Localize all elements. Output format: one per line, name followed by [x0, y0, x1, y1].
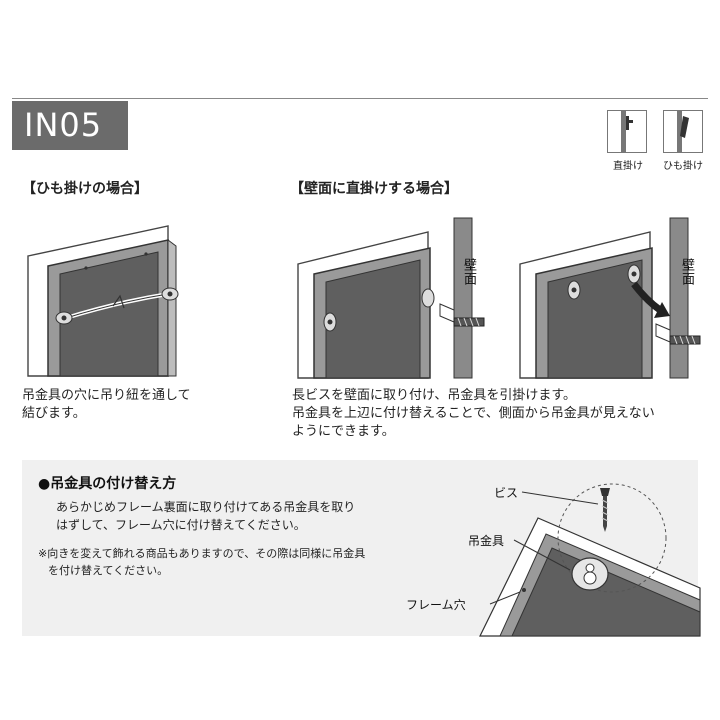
- info-line-2: はずして、フレーム穴に付け替えてください。: [56, 518, 306, 532]
- note-line-1: ※向きを変えて飾れる商品もありますので、その際は同様に吊金具: [38, 547, 366, 560]
- hanger-label: 吊金具: [468, 534, 505, 548]
- wall-label-2: 壁面: [679, 258, 694, 286]
- direct-mount-label: 直掛け: [613, 161, 643, 172]
- string-hanging-illustration: [27, 225, 179, 377]
- wall-line-2: 吊金具を上辺に付け替えることで、側面から吊金具が見えない: [292, 406, 655, 421]
- product-code: IN05: [12, 101, 128, 150]
- wall-line-3: ようにできます。: [292, 424, 395, 439]
- wall-hanging-illustration-left: [297, 217, 485, 379]
- note-line-2: を付け替えてください。: [48, 564, 169, 577]
- wall-line-1: 長ビスを壁面に取り付け、吊金具を引掛けます。: [292, 388, 577, 403]
- string-line-1: 吊金具の穴に吊り紐を通して: [22, 388, 191, 403]
- string-mount-label: ひも掛け: [663, 161, 703, 172]
- wall-section-title: 【壁面に直掛けする場合】: [290, 181, 458, 197]
- header-rule: [12, 98, 708, 99]
- string-line-2: 結びます。: [22, 406, 86, 421]
- screw-label: ビス: [494, 486, 519, 500]
- direct-mount-icon: [607, 110, 647, 153]
- string-section-title: 【ひも掛けの場合】: [22, 181, 148, 197]
- hanger-replacement-diagram: [479, 483, 701, 637]
- string-mount-icon: [663, 110, 703, 153]
- info-title: ●吊金具の付け替え方: [38, 476, 177, 492]
- wall-hanging-illustration-right: [519, 217, 701, 379]
- frame-hole-label: フレーム穴: [406, 598, 466, 612]
- wall-label-1: 壁面: [461, 258, 476, 286]
- info-line-1: あらかじめフレーム裏面に取り付けてある吊金具を取り: [56, 500, 356, 514]
